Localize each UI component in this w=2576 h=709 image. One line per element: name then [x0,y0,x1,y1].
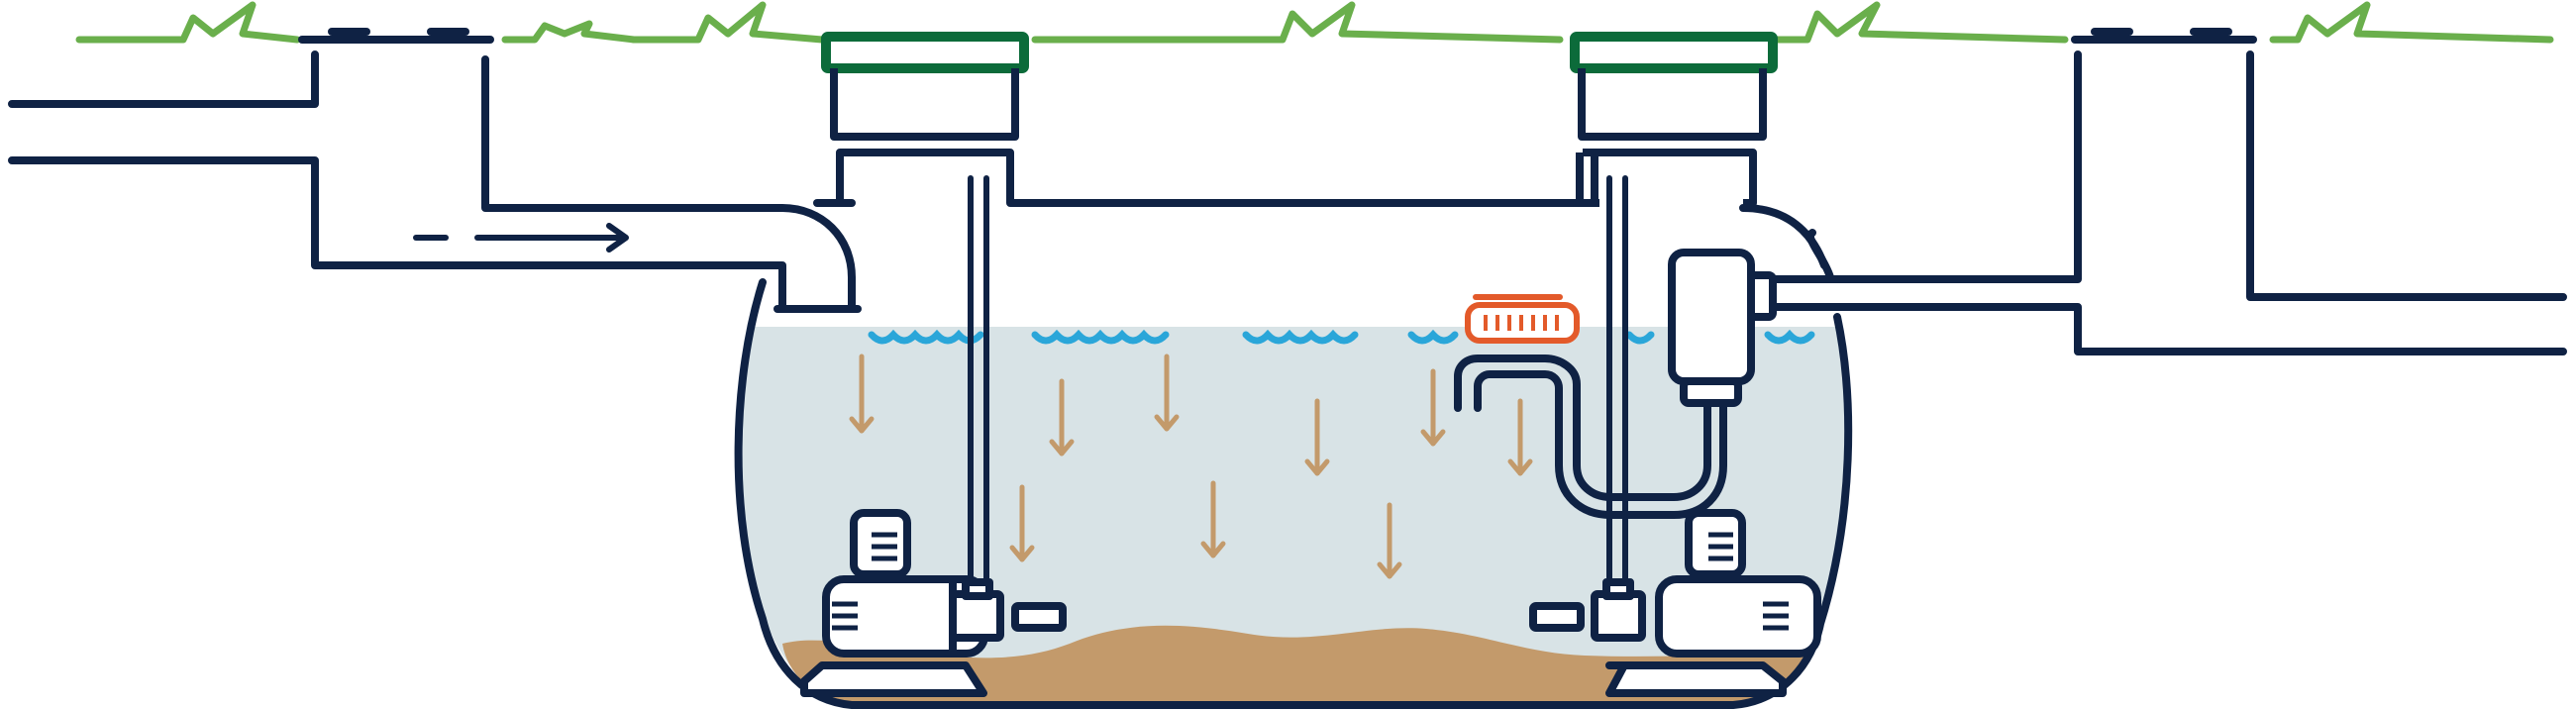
tank-left-wall [734,278,1853,709]
riser-right [1570,32,1778,207]
water-wave [1407,329,1459,345]
pump-icon [800,509,1067,697]
water-wave [1764,329,1815,345]
outlet-cleanout-cap [2071,28,2257,44]
arrow-down-icon [1420,368,1446,447]
arrow-down-icon [849,354,875,434]
arrow-down-icon [1009,484,1035,562]
riser-left-lid [821,32,1029,73]
float-switch-icon [1454,249,1777,519]
arrow-down-icon [1377,502,1402,579]
arrow-down-icon [1304,398,1330,476]
water-wave [1625,331,1655,345]
pump-discharge-left [968,175,989,587]
float-switch-housing [1668,249,1755,385]
riser-right-lid [1570,32,1778,73]
water-wave [1031,329,1170,345]
arrow-down-icon [1507,398,1533,476]
grass-line [75,1,2554,44]
outlet-pipe [1739,51,2567,355]
inlet-cleanout-cap [298,28,494,44]
settling-arrows [849,354,1533,579]
water-wave [1242,329,1359,345]
pump-icon [1529,509,1821,697]
water-surface [868,329,1815,345]
riser-left [813,32,1598,207]
arrow-down-icon [1200,480,1226,558]
inlet-pipe [8,51,862,313]
arrow-right-icon [413,223,629,253]
water-wave [868,329,984,345]
arrow-down-icon [1049,378,1075,456]
sludge-layer [782,625,1814,703]
arrow-down-icon [1154,354,1180,432]
